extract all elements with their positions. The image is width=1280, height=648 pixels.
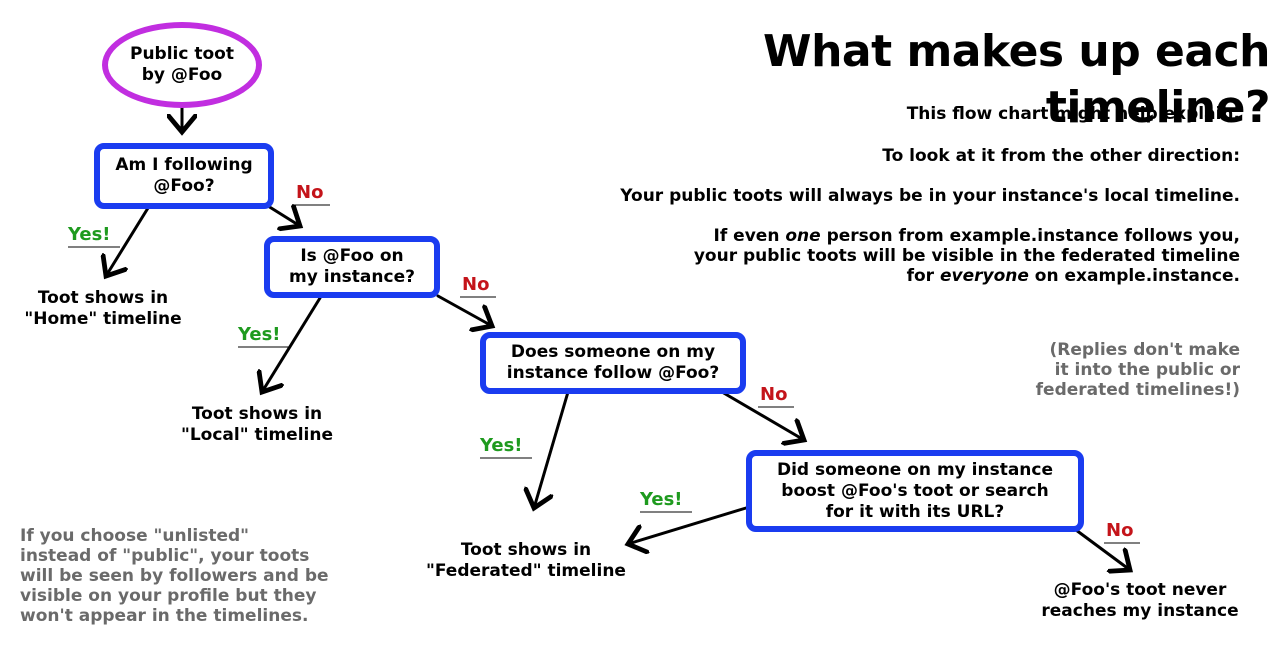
explanation-local-note: Your public toots will always be in your…	[620, 186, 1240, 206]
label-yes-someone-follows: Yes!	[480, 435, 523, 456]
label-no-following: No	[296, 182, 324, 203]
outcome-home: Toot shows in "Home" timeline	[24, 288, 182, 329]
arrow-q2-yes	[262, 296, 322, 392]
start-node: Public toot by @Foo	[102, 22, 262, 108]
question-on-instance: Is @Foo on my instance?	[264, 236, 440, 298]
arrow-q4-no	[1074, 528, 1130, 570]
label-yes-following: Yes!	[68, 224, 111, 245]
arrow-q2-no	[436, 294, 492, 326]
outcome-federated: Toot shows in "Federated" timeline	[426, 540, 626, 581]
explanation-federated-note: If even one person from example.instance…	[693, 226, 1240, 286]
question-boost-or-search: Did someone on my instance boost @Foo's …	[746, 450, 1084, 532]
page-title: What makes up each timeline?	[763, 26, 1270, 133]
label-yes-on-instance: Yes!	[238, 324, 281, 345]
replies-note: (Replies don't make it into the public o…	[1035, 340, 1240, 400]
outcome-never: @Foo's toot never reaches my instance	[1041, 580, 1239, 621]
arrow-q4-yes	[628, 506, 748, 544]
arrow-q3-no	[720, 390, 804, 440]
explanation-other-direction: To look at it from the other direction:	[882, 146, 1240, 166]
label-no-boost: No	[1106, 520, 1134, 541]
outcome-local: Toot shows in "Local" timeline	[180, 404, 333, 445]
unlisted-note: If you choose "unlisted" instead of "pub…	[20, 526, 329, 626]
label-yes-boost: Yes!	[640, 489, 683, 510]
arrow-q1-no	[266, 206, 300, 226]
label-no-someone-follows: No	[760, 384, 788, 405]
arrow-q3-yes	[534, 390, 570, 508]
question-following: Am I following @Foo?	[94, 143, 274, 209]
question-someone-follows: Does someone on my instance follow @Foo?	[480, 332, 746, 394]
explanation-intro: This flow chart might help explain.	[906, 104, 1240, 124]
label-no-on-instance: No	[462, 274, 490, 295]
arrow-q1-yes	[106, 206, 150, 276]
